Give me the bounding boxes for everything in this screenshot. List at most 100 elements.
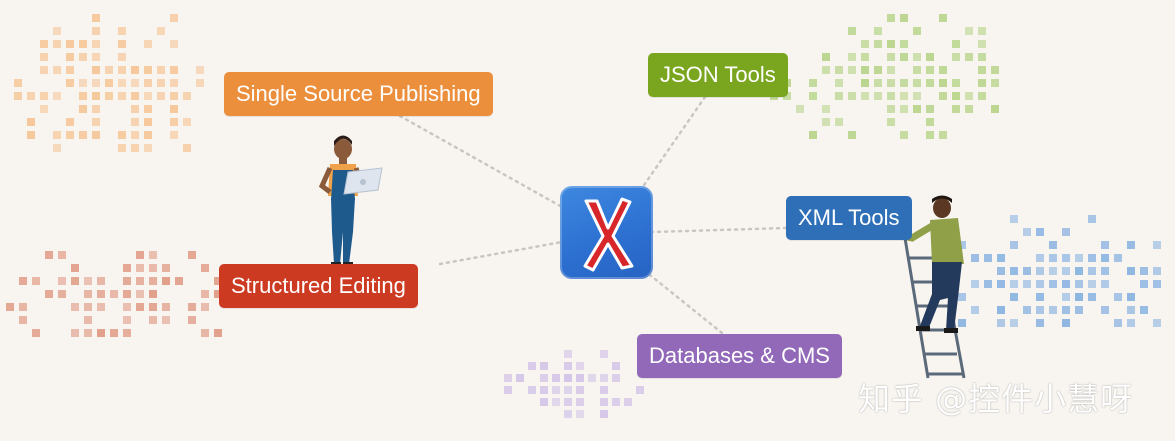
decor-dot <box>848 66 856 74</box>
decor-dot <box>92 66 100 74</box>
decor-dot <box>1010 241 1018 249</box>
decor-dot <box>874 27 882 35</box>
decor-dot <box>958 319 966 327</box>
decor-dot <box>913 79 921 87</box>
decor-dot <box>958 293 966 301</box>
decor-dot <box>1062 228 1070 236</box>
decor-dot <box>1036 254 1044 262</box>
decor-dot <box>118 79 126 87</box>
decor-dot <box>900 131 908 139</box>
decor-dot <box>900 14 908 22</box>
decor-dot <box>14 79 22 87</box>
decor-dot <box>822 53 830 61</box>
decor-dot <box>118 27 126 35</box>
decor-dot <box>504 374 512 382</box>
decor-dot <box>900 40 908 48</box>
decor-dot <box>105 79 113 87</box>
decor-dot <box>552 398 560 406</box>
decor-dot <box>1101 306 1109 314</box>
decor-dot <box>1140 267 1148 275</box>
decor-dot <box>958 241 966 249</box>
decor-dot <box>997 280 1005 288</box>
decor-dot <box>887 53 895 61</box>
decor-dot <box>900 92 908 100</box>
decor-dot <box>144 40 152 48</box>
connector-json-tools <box>640 95 707 190</box>
label-json-tools: JSON Tools <box>648 53 788 97</box>
decor-dot <box>131 131 139 139</box>
decor-dot <box>118 131 126 139</box>
decor-dot <box>576 398 584 406</box>
decor-dot <box>588 374 596 382</box>
decor-dot <box>965 105 973 113</box>
decor-dot <box>540 398 548 406</box>
decor-dot <box>1101 280 1109 288</box>
decor-dot <box>149 303 157 311</box>
decor-dot <box>926 131 934 139</box>
decor-dot <box>84 303 92 311</box>
decor-dot <box>939 14 947 22</box>
decor-dot <box>991 79 999 87</box>
decor-dot <box>66 131 74 139</box>
decor-dot <box>971 306 979 314</box>
decor-dot <box>183 118 191 126</box>
decor-dot <box>66 66 74 74</box>
decor-dot <box>188 303 196 311</box>
decor-dot <box>32 277 40 285</box>
decor-dot <box>900 53 908 61</box>
decor-dot <box>131 118 139 126</box>
decor-dot <box>1088 254 1096 262</box>
decor-dot <box>1101 254 1109 262</box>
decor-dot <box>1088 267 1096 275</box>
connector-single-source <box>398 114 564 209</box>
decor-dot <box>636 386 644 394</box>
decor-dot <box>540 362 548 370</box>
decor-dot <box>92 118 100 126</box>
decor-dot <box>1127 241 1135 249</box>
decor-dot <box>564 410 572 418</box>
decor-dot <box>149 316 157 324</box>
man-on-ladder-figure <box>900 195 966 379</box>
decor-dot <box>913 66 921 74</box>
decor-dot <box>201 264 209 272</box>
decor-dot <box>157 27 165 35</box>
decor-dot <box>66 79 74 87</box>
decor-dot <box>32 329 40 337</box>
decor-dot <box>84 329 92 337</box>
decor-dot <box>40 105 48 113</box>
decor-dot <box>14 92 22 100</box>
decor-dot <box>123 329 131 337</box>
decor-dot <box>170 79 178 87</box>
decor-dot <box>196 79 204 87</box>
decor-dot <box>939 131 947 139</box>
decor-dot <box>1153 241 1161 249</box>
decor-dot <box>997 254 1005 262</box>
decor-dot <box>848 131 856 139</box>
decor-dot <box>926 105 934 113</box>
decor-dot <box>874 66 882 74</box>
decor-dot <box>92 27 100 35</box>
decor-dot <box>53 66 61 74</box>
decor-dot <box>913 105 921 113</box>
decor-dot <box>887 92 895 100</box>
decor-dot <box>118 66 126 74</box>
connector-structured-editing <box>438 240 564 266</box>
decor-dot <box>1127 267 1135 275</box>
decor-dot <box>564 374 572 382</box>
decor-dot <box>835 79 843 87</box>
label-xml-tools: XML Tools <box>786 196 912 240</box>
decor-dot <box>6 303 14 311</box>
decor-dot <box>1075 267 1083 275</box>
decor-dot <box>27 118 35 126</box>
decor-dot <box>144 105 152 113</box>
decor-dot <box>170 131 178 139</box>
decor-dot <box>984 280 992 288</box>
decor-dot <box>861 92 869 100</box>
decor-dot <box>183 144 191 152</box>
decor-dot <box>27 92 35 100</box>
decor-dot <box>144 66 152 74</box>
decor-dot <box>835 92 843 100</box>
decor-dot <box>1023 267 1031 275</box>
decor-dot <box>118 92 126 100</box>
